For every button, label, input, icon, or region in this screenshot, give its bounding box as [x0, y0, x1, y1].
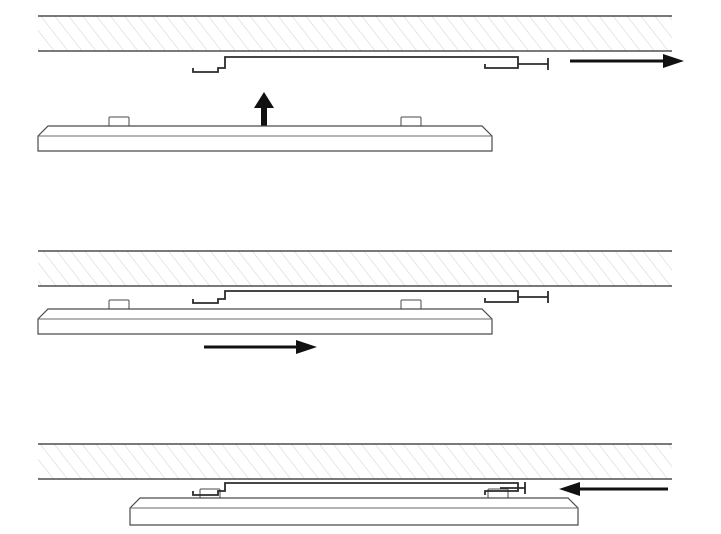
step-1 — [37, 15, 684, 152]
ceiling-band — [38, 250, 672, 287]
arrow-right-icon — [570, 54, 684, 68]
arrow-up-icon — [254, 92, 274, 130]
arrow-left-icon — [559, 482, 668, 496]
ceiling-panel — [37, 299, 493, 335]
ceiling-panel — [37, 116, 493, 152]
step-2 — [37, 250, 672, 354]
mounting-rail — [192, 56, 549, 73]
arrow-right-icon — [204, 340, 317, 354]
ceiling-band — [38, 15, 672, 52]
step-3 — [38, 443, 672, 526]
mounting-rail — [192, 482, 526, 496]
mounting-rail — [192, 290, 549, 304]
ceiling-band — [38, 443, 672, 480]
